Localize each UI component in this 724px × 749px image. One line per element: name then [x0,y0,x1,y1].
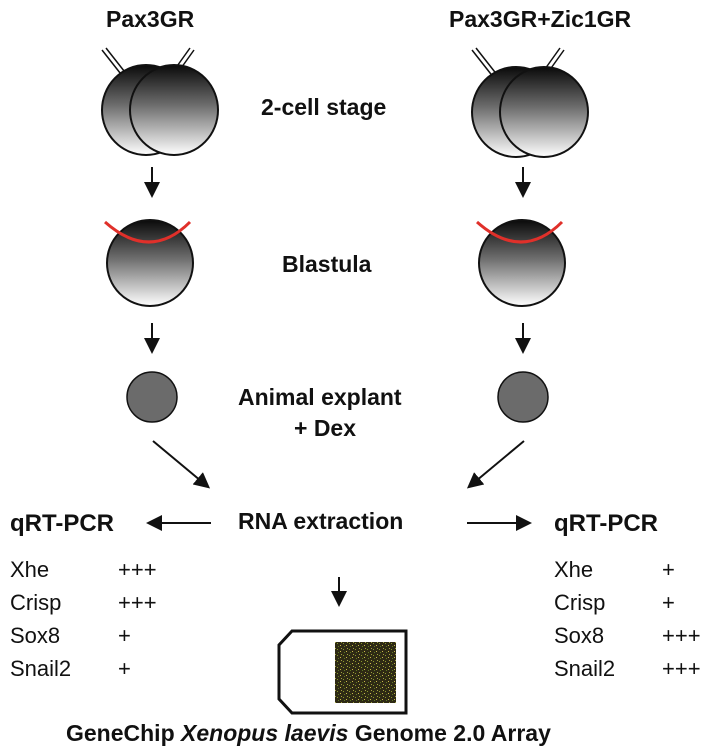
genechip-caption-suffix: Genome 2.0 Array [348,720,551,746]
right-needle-1 [471,49,495,79]
left-qrt-pcr-heading: qRT-PCR [10,510,114,537]
right-gene-name: Sox8 [554,623,605,648]
left-cell-2 [129,64,219,156]
left-gene-level: + [118,656,131,681]
genechip-caption: GeneChip Xenopus laevis Genome 2.0 Array [66,720,551,747]
left-gene-name: Sox8 [10,623,61,648]
stage-label-rna-extraction: RNA extraction [238,508,404,534]
right-gene-name: Crisp [554,590,606,615]
right-two-cell-embryo [471,47,589,158]
stage-label-dex: + Dex [294,415,357,441]
right-blastula [476,219,566,307]
left-blastula [104,219,194,307]
left-gene-name: Xhe [10,557,50,582]
genechip-icon [277,629,408,715]
left-arrow-to-rna [152,440,211,489]
right-cut-line [476,220,564,244]
right-cell-2 [499,66,589,158]
right-qrt-pcr-heading: qRT-PCR [554,510,658,537]
right-needle-2 [475,47,499,77]
right-arrow-to-rna [466,440,525,489]
stage-label-blastula: Blastula [282,251,372,277]
stage-label-two-cell: 2-cell stage [261,94,387,120]
right-gene-level: +++ [662,623,701,648]
left-column-title: Pax3GR [106,6,195,32]
right-gene-level: + [662,590,675,615]
right-gene-name: Xhe [554,557,594,582]
left-gene-name: Snail2 [10,656,72,681]
right-gene-level: + [662,557,675,582]
left-cut-line [104,220,192,244]
right-column-title: Pax3GR+Zic1GR [449,6,632,32]
left-explant [126,371,178,423]
right-explant [497,371,549,423]
right-gene-level: +++ [662,656,701,681]
left-gene-level: +++ [118,557,157,582]
genechip-caption-species: Xenopus laevis [181,720,349,746]
left-gene-level: + [118,623,131,648]
genechip-caption-prefix: GeneChip [66,720,182,746]
left-gene-level: +++ [118,590,157,615]
left-gene-name: Crisp [10,590,62,615]
left-two-cell-embryo [101,47,219,156]
genechip-array-area [335,642,396,703]
stage-label-explant: Animal explant [238,384,402,410]
right-gene-name: Snail2 [554,656,616,681]
